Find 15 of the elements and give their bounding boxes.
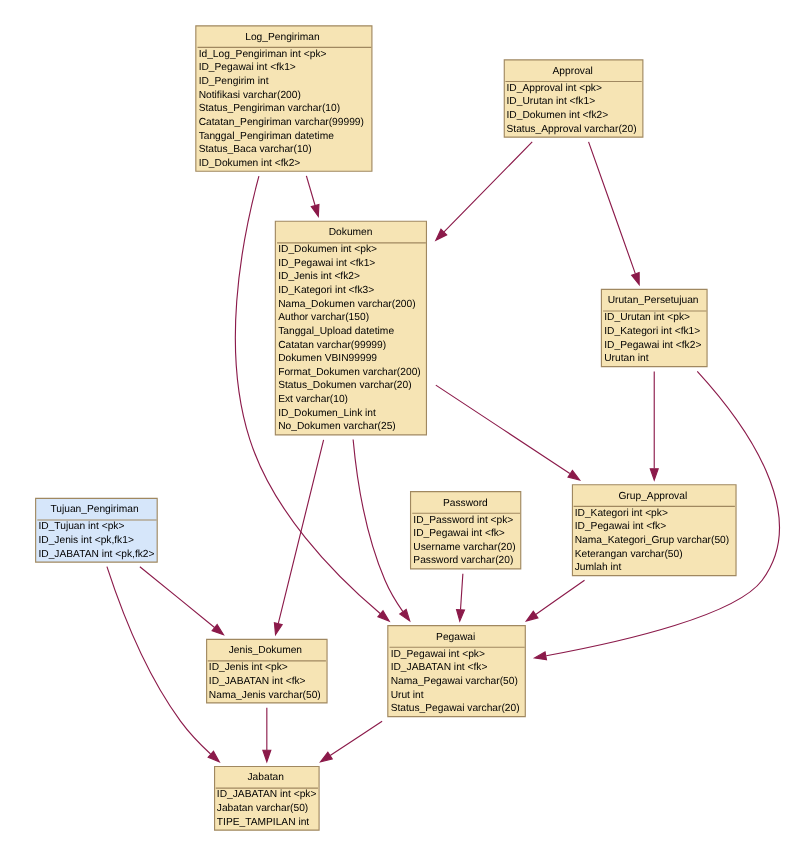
arrow bbox=[454, 573, 465, 623]
arrow bbox=[105, 566, 220, 763]
arrow bbox=[433, 141, 532, 242]
arrow bbox=[351, 438, 410, 623]
arrow bbox=[272, 439, 324, 637]
arrow bbox=[304, 175, 319, 219]
arrow bbox=[523, 579, 585, 623]
arrow bbox=[138, 566, 224, 636]
arrow bbox=[261, 707, 271, 764]
arrow bbox=[434, 384, 581, 481]
arrow bbox=[531, 370, 779, 661]
arrow bbox=[233, 175, 390, 623]
arrow bbox=[587, 141, 639, 287]
arrow bbox=[318, 720, 382, 763]
arrow bbox=[648, 371, 658, 482]
